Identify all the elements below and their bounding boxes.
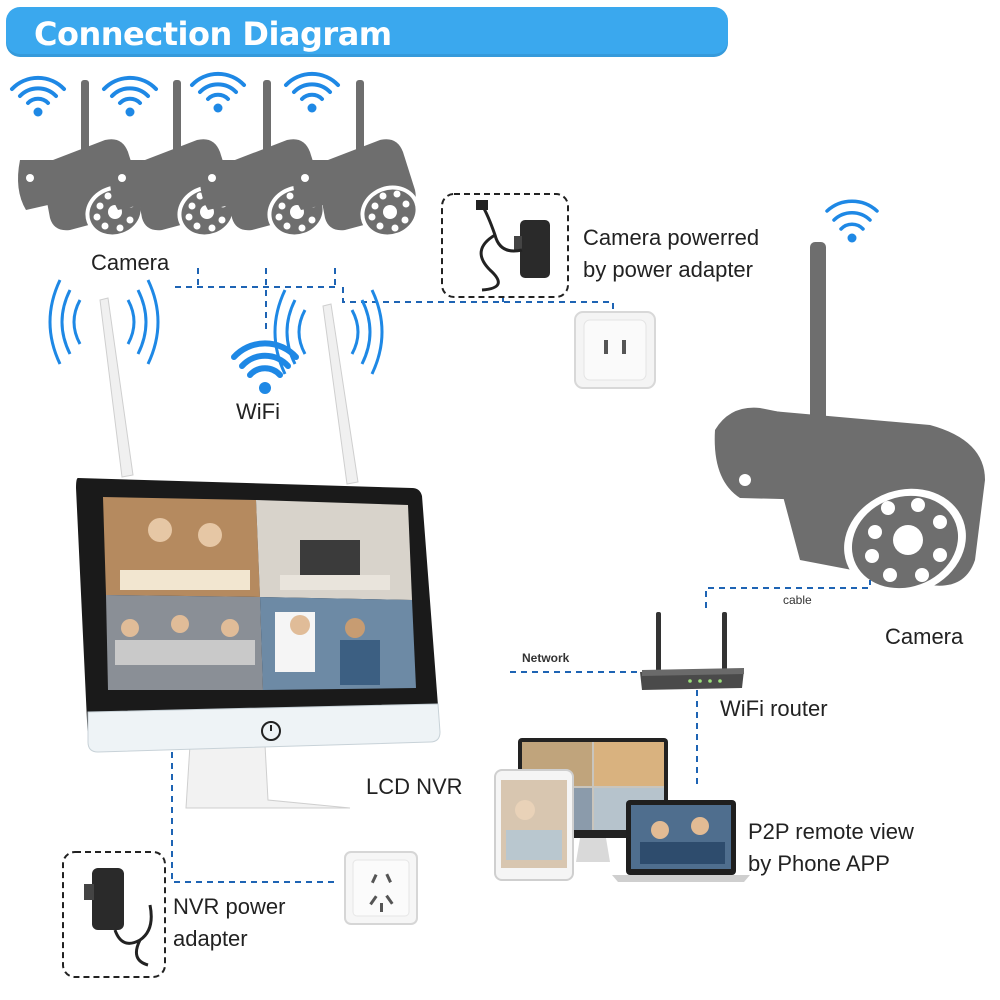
camera-power-label-line1: Camera powerred bbox=[583, 225, 760, 250]
wifi-icon bbox=[102, 75, 158, 119]
nvr-power-label-line1: NVR power bbox=[173, 894, 286, 919]
camera-power-label-line2: by power adapter bbox=[583, 257, 753, 282]
page-title: Connection Diagram bbox=[34, 15, 392, 53]
wifi-router-label: WiFi router bbox=[720, 696, 828, 721]
nvr-power-label-line2: adapter bbox=[173, 926, 248, 951]
power-outlet-icon bbox=[574, 311, 656, 389]
title-banner: Connection Diagram bbox=[6, 7, 728, 57]
network-lines bbox=[510, 580, 871, 785]
p2p-label-line2: by Phone APP bbox=[748, 851, 890, 876]
camera-group-label: Camera bbox=[91, 250, 170, 275]
lcd-nvr-label: LCD NVR bbox=[366, 774, 463, 799]
laptop-icon bbox=[612, 800, 750, 882]
network-label: Network bbox=[522, 651, 570, 665]
cable-label: cable bbox=[783, 593, 812, 607]
wifi-icon bbox=[10, 75, 66, 119]
wifi-icon bbox=[190, 71, 246, 115]
power-adapter-icon bbox=[62, 851, 166, 978]
tablet-icon bbox=[494, 769, 574, 881]
camera-icon bbox=[714, 199, 985, 596]
wifi-label: WiFi bbox=[236, 399, 280, 424]
power-outlet-icon bbox=[344, 851, 418, 925]
power-adapter-icon bbox=[441, 193, 569, 298]
wifi-icon bbox=[231, 340, 299, 394]
wifi-icon bbox=[284, 71, 340, 115]
router-icon bbox=[640, 612, 744, 690]
camera-single-label: Camera bbox=[885, 624, 964, 649]
p2p-label-line1: P2P remote view bbox=[748, 819, 914, 844]
nvr-antenna bbox=[99, 297, 359, 485]
nvr-monitor-icon bbox=[76, 478, 441, 809]
